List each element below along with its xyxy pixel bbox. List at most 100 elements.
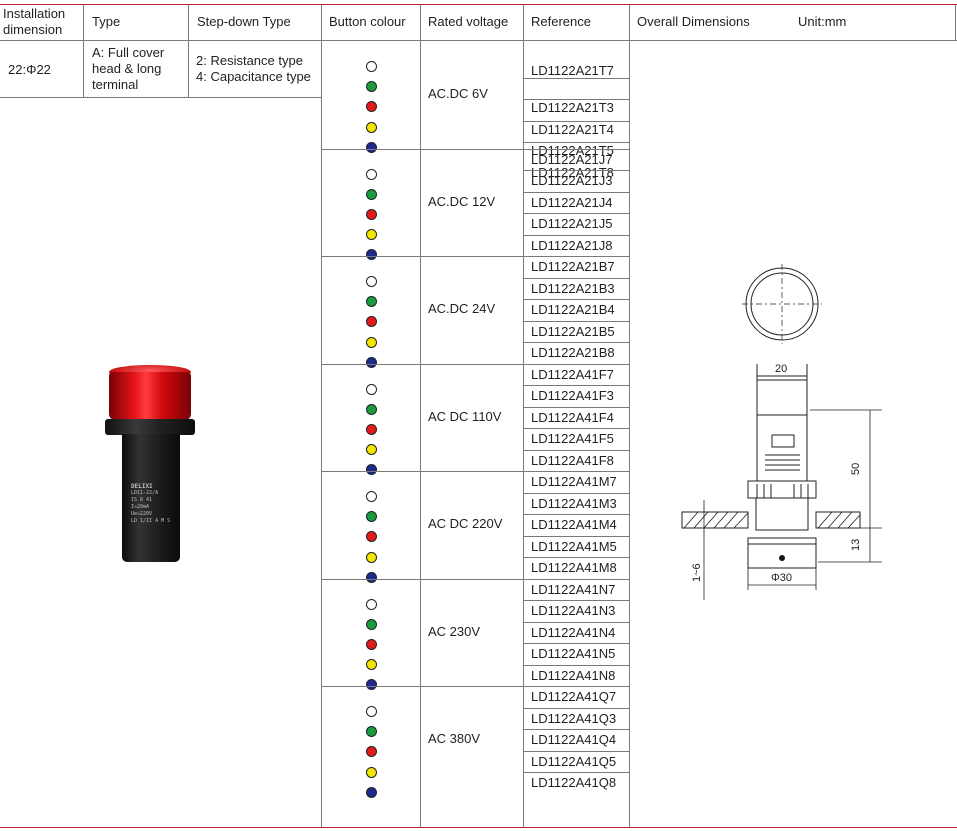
reference-code: LD1122A41N4 — [531, 625, 616, 640]
reference-code: LD1122A21B5 — [531, 324, 615, 339]
group-separator — [321, 686, 630, 687]
colour-dot — [366, 404, 377, 415]
terminal-tab — [771, 434, 795, 448]
group-separator — [321, 364, 630, 365]
reference-code: LD1122A21J4 — [531, 195, 613, 210]
reference-row-separator — [523, 235, 630, 236]
reference-code: LD1122A21J8 — [531, 238, 613, 253]
reference-code: LD1122A41N3 — [531, 603, 616, 618]
header-stepdown-text: Step-down Type — [197, 14, 291, 29]
reference-row-separator — [523, 536, 630, 537]
body-label: DELIXI LD11-22/A IS 8 41 I≈20mA Ue≈220V … — [131, 483, 179, 525]
reference-code: LD1122A21J7 — [531, 152, 613, 167]
first-row-rule — [0, 97, 321, 98]
col-line-7 — [955, 5, 956, 40]
colour-dot — [366, 337, 377, 348]
reference-code: LD1122A21T4 — [531, 122, 614, 137]
colour-dot — [366, 464, 377, 475]
colour-dot — [366, 706, 377, 717]
header-installation: Installation dimension — [3, 6, 83, 38]
col-line-6 — [629, 5, 630, 827]
rated-voltage: AC.DC 6V — [428, 86, 488, 101]
dim-13-label: 13 — [850, 539, 862, 551]
rated-voltage: AC 230V — [428, 624, 481, 639]
reference-code: LD1122A21B3 — [531, 281, 615, 296]
dim-16-label: 1~6 — [691, 563, 703, 582]
dim-20-label: 20 — [775, 363, 787, 375]
stepdown-line-1: 2: Resistance type — [196, 53, 303, 68]
colour-dot — [366, 316, 377, 327]
reference-row-separator — [523, 643, 630, 644]
reference-row-separator — [523, 342, 630, 343]
reference-row-separator — [523, 192, 630, 193]
top-rule — [0, 4, 957, 5]
reference-code: LD1122A21B8 — [531, 345, 615, 360]
label-line-5: Ue≈220V — [131, 511, 153, 517]
reference-code: LD1122A21B4 — [531, 302, 615, 317]
colour-dot — [366, 746, 377, 757]
label-line-4: I≈20mA — [131, 504, 150, 510]
reference-row-separator — [523, 78, 630, 79]
colour-dot — [366, 101, 377, 112]
col-line-1 — [83, 5, 84, 98]
colour-dot — [366, 61, 377, 72]
header-dimensions: Overall Dimensions — [637, 14, 750, 30]
reference-code: LD1122A41M4 — [531, 517, 617, 532]
reference-row-separator — [523, 170, 630, 171]
dim-50-label: 50 — [850, 463, 862, 475]
reference-row-separator — [523, 321, 630, 322]
reference-code: LD1122A21B7 — [531, 259, 615, 274]
type-line-3: terminal — [92, 77, 139, 92]
type-value: A: Full cover head & long terminal — [92, 45, 187, 93]
rated-voltage: AC DC 110V — [428, 409, 502, 424]
type-line-2: head & long — [92, 61, 162, 76]
header-unit-text: Unit:mm — [798, 14, 847, 29]
reference-row-separator — [523, 428, 630, 429]
col-line-3 — [321, 5, 322, 827]
col-line-5 — [523, 5, 524, 827]
reference-code: LD1122A41N8 — [531, 668, 616, 683]
lens-body — [109, 372, 191, 420]
colour-dot — [366, 296, 377, 307]
reference-code: LD1122A21T7 — [531, 63, 614, 78]
reference-row-separator — [523, 600, 630, 601]
nut — [755, 497, 809, 531]
reference-code: LD1122A41Q3 — [531, 711, 617, 726]
rated-voltage: AC DC 220V — [428, 516, 503, 531]
colour-dot — [366, 659, 377, 670]
reference-row-separator — [523, 450, 630, 451]
reference-code: LD1122A41M3 — [531, 496, 617, 511]
colour-dot — [366, 599, 377, 610]
stepdown-line-2: 4: Capacitance type — [196, 69, 311, 84]
colour-dot — [366, 169, 377, 180]
dimension-drawing: 20 50 13 1~6 Φ30 — [681, 264, 882, 600]
reference-row-separator — [523, 407, 630, 408]
type-line-1: A: Full cover — [92, 45, 165, 60]
reference-code: LD1122A41M5 — [531, 539, 617, 554]
reference-row-separator — [523, 385, 630, 386]
reference-row-separator — [523, 557, 630, 558]
header-unit: Unit:mm — [798, 14, 846, 30]
reference-code: LD1122A41M8 — [531, 560, 617, 575]
colour-dot — [366, 491, 377, 502]
reference-row-separator — [523, 751, 630, 752]
colour-dot — [366, 619, 377, 630]
reference-row-separator — [523, 121, 630, 122]
reference-code: LD1122A41N7 — [531, 582, 616, 597]
reference-code: LD1122A41F5 — [531, 431, 614, 446]
colour-dot — [366, 552, 377, 563]
colour-dot — [366, 189, 377, 200]
reference-row-separator — [523, 772, 630, 773]
panel-left — [681, 511, 749, 529]
colour-dot — [366, 249, 377, 260]
group-separator — [321, 149, 630, 150]
colour-dot — [366, 787, 377, 798]
panel-right — [815, 511, 861, 529]
reference-code: LD1122A21T3 — [531, 100, 614, 115]
reference-code: LD1122A21T8 — [531, 165, 614, 180]
rated-voltage: AC 380V — [428, 731, 481, 746]
colour-dot — [366, 122, 377, 133]
rated-voltage: AC.DC 12V — [428, 194, 496, 209]
lamp-center-dot — [779, 555, 785, 561]
collar — [105, 419, 195, 435]
